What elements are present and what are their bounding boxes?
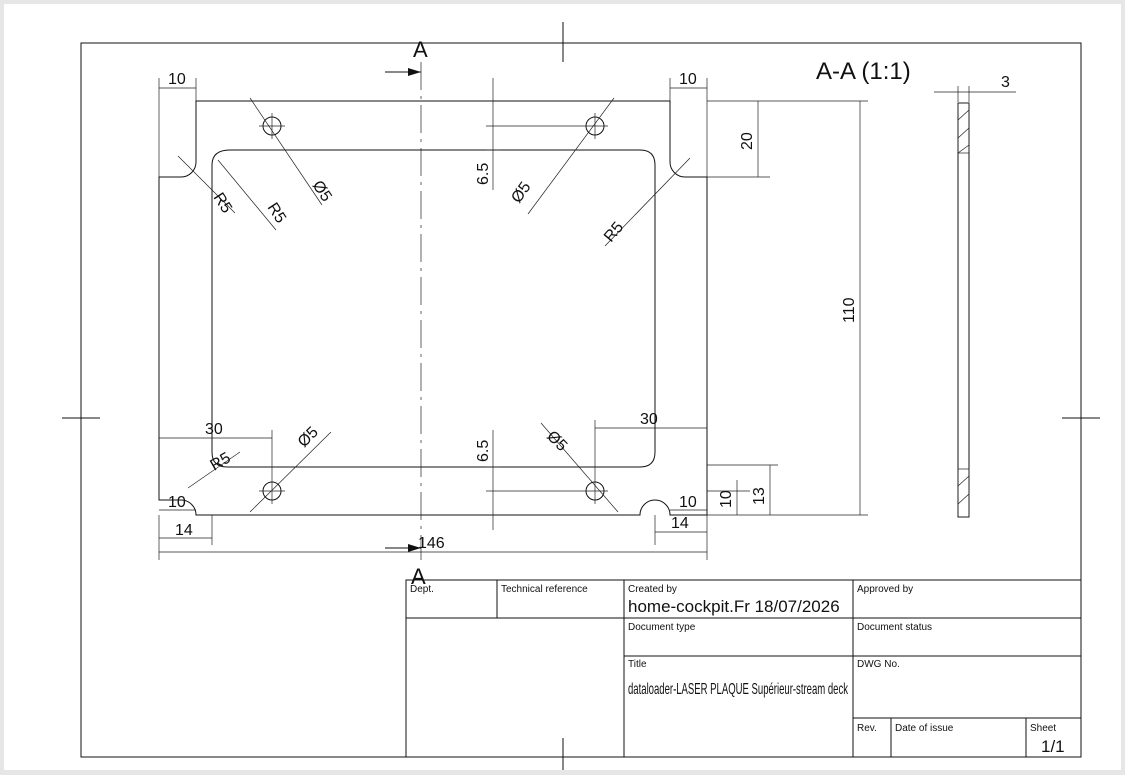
- sheet-label: Sheet: [1030, 723, 1056, 734]
- dim-hole-pitch-top: 6.5: [475, 163, 492, 185]
- mounting-holes: [259, 113, 608, 504]
- created-by-label: Created by: [628, 584, 677, 595]
- dim-bottom-hole-offset-b: 13: [751, 487, 768, 505]
- sheet-value: 1/1: [1041, 737, 1065, 756]
- created-by-value: home-cockpit.Fr 18/07/2026: [628, 597, 840, 616]
- section-marker-top: A: [413, 37, 428, 62]
- dim-hole-from-right: 30: [640, 411, 658, 428]
- dim-top-left-ear: 10: [168, 71, 186, 88]
- plate-outline: [158, 100, 708, 516]
- approved-by-label: Approved by: [857, 584, 913, 595]
- dept-label: Dept.: [410, 584, 434, 595]
- dwg-no-label: DWG No.: [857, 659, 900, 670]
- dim-dia-bottom-right: Ø5: [543, 428, 570, 455]
- dim-dia-top-left: Ø5: [309, 178, 335, 205]
- dim-top-right-ear: 10: [679, 71, 697, 88]
- dim-hole-pitch-bottom: 6.5: [475, 440, 492, 462]
- dim-dia-top-right: Ø5: [508, 179, 534, 206]
- dim-radius-inner: R5: [264, 200, 289, 226]
- title-block: Dept. Technical reference Created by hom…: [405, 579, 1082, 758]
- dim-overall-height: 110: [841, 297, 858, 323]
- dim-bottom-left-offset: 14: [175, 522, 193, 539]
- dim-top-hole-offset: 20: [739, 132, 756, 150]
- section-view: A-A (1:1) 3: [816, 58, 1016, 518]
- hole-top-right: [582, 113, 608, 139]
- dim-bottom-right-offset: 14: [671, 515, 689, 532]
- section-marker-bottom: A: [411, 564, 426, 589]
- dim-hole-from-left: 30: [205, 421, 223, 438]
- date-of-issue-label: Date of issue: [895, 723, 954, 734]
- dim-bottom-left-notch: 10: [168, 494, 186, 511]
- rev-label: Rev.: [857, 723, 877, 734]
- section-view-label: A-A (1:1): [816, 58, 911, 85]
- title-value: dataloader-LASER PLAQUE Supérieur-stream…: [628, 681, 849, 698]
- sheet-frame: [62, 22, 1100, 772]
- title-label: Title: [628, 659, 647, 670]
- tech-ref-label: Technical reference: [501, 584, 588, 595]
- document-type-label: Document type: [628, 622, 696, 633]
- section-line: A A: [385, 37, 428, 589]
- dim-overall-width: 146: [418, 535, 445, 552]
- dim-thickness: 3: [1001, 74, 1010, 91]
- drawing-sheet: A A A-A (1:1) 3 10 10 20 110: [4, 4, 1121, 772]
- hole-bottom-left: [259, 478, 285, 504]
- dim-bottom-hole-offset-a: 10: [718, 490, 735, 508]
- dim-radius-left-notch: R5: [210, 190, 235, 216]
- dim-bottom-right-notch: 10: [679, 494, 697, 511]
- hole-top-left: [259, 113, 285, 139]
- dim-radius-right-notch: R5: [601, 219, 627, 246]
- dimension-lines: 10 10 20 110 6.5 6.5 Ø5 Ø5 R5 R5 R5 Ø5: [158, 71, 868, 560]
- hole-bottom-right: [582, 478, 608, 504]
- dim-dia-bottom-left: Ø5: [295, 424, 322, 451]
- technical-drawing: A A A-A (1:1) 3 10 10 20 110: [62, 22, 1100, 772]
- dim-radius-bottom-left: R5: [208, 449, 234, 474]
- document-status-label: Document status: [857, 622, 932, 633]
